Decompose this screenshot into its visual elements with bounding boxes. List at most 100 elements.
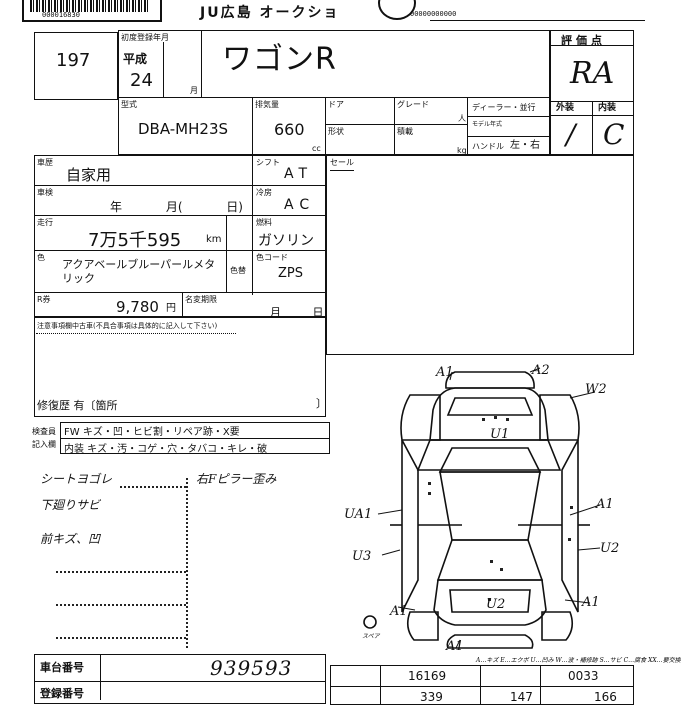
mid-line-1 [34,185,326,186]
dealer-row-line [467,116,550,117]
diagram-legend: A…キズ E…エクボ U…凹み W…波・補修跡 S…サビ C…腐食 XX…要交換 [475,656,682,664]
legend-label-2: 記入欄 [32,440,56,449]
grade-label: グレード [397,100,429,109]
name-change-label: 名変期限 [185,295,217,304]
car-outline [363,371,590,649]
mark-left-door: UA1 [344,507,372,522]
handwritten-note-2: 下廻りサビ [40,498,101,512]
interior-label: 内装 [598,103,617,113]
mileage-label: 走行 [37,218,53,227]
recycle-unit: 円 [166,303,176,314]
dimension-height-a: 339 [420,690,443,704]
model-divider [252,97,253,155]
mark-rear-bumper: A1 [445,639,464,654]
mark-right-fender: W2 [585,382,607,397]
dimension-split [330,686,634,687]
damage-dots [428,416,573,601]
ac-label: 冷房 [256,188,272,197]
disp-label: 排気量 [255,100,279,109]
shift-value: AT [284,166,314,182]
mark-right-rocker: U2 [600,541,619,556]
sales-underline [330,170,354,171]
grade-divider [467,97,468,155]
color-label: 色 [37,253,45,262]
exterior-label: 外装 [556,103,575,113]
shift-label: シフト [256,158,280,167]
eval-sub-line [550,115,634,116]
note-dots-4 [56,637,186,639]
mid-line-3 [34,250,326,251]
fuel-label: 燃料 [256,218,272,227]
model-label: 型式 [121,100,137,109]
reg-inner-divider [163,42,164,97]
model-value: DBA-MH23S [138,120,229,138]
legend-split [60,438,330,439]
dimension-length: 16169 [408,669,447,683]
disp-value: 660 [274,120,305,139]
chassis-label: 車台番号 [40,661,84,674]
spare-label: スペア [362,633,381,640]
dealer-row-line-2 [467,136,550,137]
row-divider-1 [118,97,550,98]
color-change-label: 色替 [230,266,246,275]
mileage-value: 7万5千595 [88,230,182,251]
inspection-value: 年 月( 日) [110,200,243,214]
eval-title-line [550,45,634,46]
name-change-value: 月 日 [270,306,324,319]
reg-month-unit: 月 [190,86,198,95]
door-label: ドア [328,100,344,109]
evaluation-title: 評価点 [561,34,606,47]
mark-hood: U1 [490,427,509,442]
repair-history-end: 〕 [316,397,327,410]
barcode-box: 000016830 [22,0,162,22]
lot-box [34,32,118,100]
color-value: アクアベールブルーパールメタリック [62,258,216,285]
middle-left-table [34,155,326,317]
notes-box [34,317,326,417]
load-label: 積載 [397,127,413,136]
mark-front-right: A2 [531,363,550,378]
reg-label: 初度登録年月 [121,33,169,42]
mid-line-4 [34,292,326,293]
notes-title: 注意事項欄中古車(不具合事項は具体的に記入して下さい) [37,322,218,330]
reg-divider [201,30,202,97]
seats-unit: 人 [458,114,466,123]
repair-history: 修復歴 有〔箇所 [37,399,118,412]
auction-name: JU広島 オークショ [200,5,340,21]
mileage-unit: km [206,234,222,245]
sales-point-label: セール [330,158,354,167]
mark-right-rear: A1 [581,595,600,610]
barcode-number: 000016830 [42,11,80,19]
load-unit: kg [457,146,467,155]
handwritten-note-3: 前キズ、凹 [40,532,101,546]
model-year-label: モデル年式 [472,121,503,128]
color-change-divider [226,250,227,292]
name-change-divider [182,292,183,317]
legend-row-2: 内装 キズ・汚・コゲ・穴・タバコ・キレ・破 [64,444,268,455]
recycle-label: R券 [37,295,51,304]
shape-label: 形状 [328,127,344,136]
legend-label-1: 検査員 [32,427,56,436]
dimension-div-2 [480,665,481,705]
mark-trunk: U2 [486,597,505,612]
barcode [30,0,150,12]
note-dots-3 [56,604,186,606]
dimension-div-3 [540,665,541,705]
door-divider [394,97,395,155]
exterior-score: / [566,118,576,151]
note-dots-2 [56,571,186,573]
disp-unit: cc [312,144,321,153]
dimension-height-b: 147 [510,690,533,704]
note-column-dots [186,478,188,648]
disp-divider [325,97,326,155]
legend-row-1: FW キズ・凹・ヒビ割・リペア跡・X要 [64,427,240,438]
interior-score: C [603,118,625,151]
handle-label: ハンドル [472,142,504,151]
mark-left-rear: A1 [389,604,408,619]
dealer-label: ディーラー・並行 [472,103,536,112]
km-divider [226,215,227,250]
header-rule [430,20,645,21]
vehicle-name: ワゴンR [222,42,337,77]
mark-right-door: A1 [595,497,614,512]
